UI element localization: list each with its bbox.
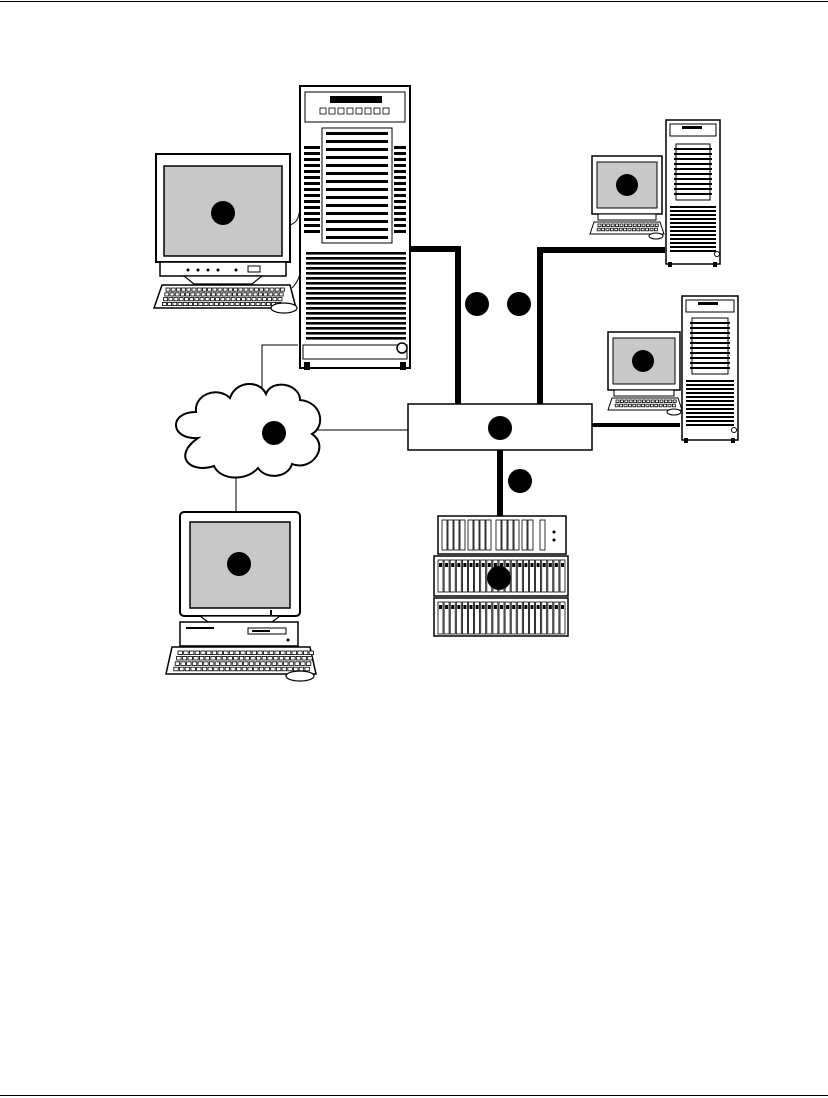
callout-link-storage <box>508 469 532 493</box>
server-top-right <box>590 120 720 267</box>
link-main-server-to-switch <box>408 249 458 404</box>
server-mid-right <box>608 296 738 443</box>
admin-monitor-cable <box>290 210 300 225</box>
callout-storage-array <box>487 566 511 590</box>
callout-network-cloud <box>262 421 286 445</box>
client-pc-mouse <box>286 671 314 681</box>
callout-server-top-right <box>616 174 638 196</box>
callout-link-top-right <box>507 292 531 316</box>
admin-workstation <box>154 154 297 313</box>
network-cloud <box>176 384 320 478</box>
callout-server-mid-right <box>632 350 654 372</box>
callout-switch <box>488 416 512 440</box>
admin-mouse <box>271 303 297 313</box>
callout-client-pc <box>227 552 251 576</box>
client-pc <box>166 512 316 681</box>
main-server <box>300 86 410 370</box>
callout-admin-workstation <box>211 201 235 225</box>
callout-link-main-server <box>465 292 489 316</box>
